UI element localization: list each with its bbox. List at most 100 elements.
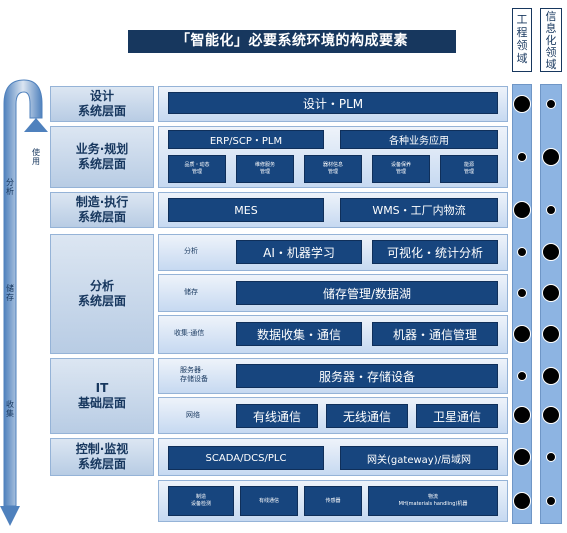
box-text: 物流: [427, 494, 438, 500]
sensor-box: 传感器: [304, 486, 362, 516]
server-storage-box: 服务器・存储设备: [236, 364, 498, 388]
erp-box: ERP/SCP・PLM: [168, 130, 324, 149]
importance-dot-control-engineering: [513, 448, 531, 466]
equipment-maintenance-box: 设备保养管理: [372, 155, 430, 183]
box-text: 有线通信: [258, 497, 279, 504]
layer-business: 业务·规划系统层面: [50, 126, 154, 188]
header-char: 工: [516, 13, 528, 26]
side-char: 收: [6, 400, 14, 409]
wireless-box: 无线通信: [326, 404, 408, 428]
side-label-analyze: 分 析: [5, 178, 15, 196]
side-char: 储: [6, 284, 14, 293]
importance-dot-analysis-store-engineering: [517, 288, 527, 298]
box-text: 管理: [327, 169, 338, 175]
side-char: 使: [32, 148, 40, 157]
importance-dot-design-it: [546, 99, 556, 109]
importance-dot-devices-engineering: [513, 492, 531, 510]
importance-dot-manufacturing-it: [546, 205, 556, 215]
row-label-storage: 储存: [184, 288, 198, 296]
box-text: 管理: [191, 169, 202, 175]
gateway-box: 网关(gateway)/局域网: [340, 446, 498, 470]
header-char: 息: [545, 22, 557, 35]
machine-comm-box: 机器・通信管理: [372, 322, 498, 346]
box-text: MH(materials handling)机器: [398, 501, 468, 507]
importance-dot-design-engineering: [513, 95, 531, 113]
layer-text: 基础层面: [77, 396, 126, 410]
box-text: 管理: [463, 169, 474, 175]
box-text: 管理: [395, 169, 406, 175]
visualization-box: 可视化・统计分析: [372, 240, 498, 264]
row-label-network: 网络: [186, 411, 200, 419]
layer-text: 系统层面: [77, 104, 126, 118]
scada-box: SCADA/DCS/PLC: [168, 446, 324, 470]
layer-text: 系统层面: [77, 294, 126, 308]
box-text: 传感器: [325, 497, 341, 504]
importance-dot-business-it: [542, 148, 560, 166]
row-label-server-storage: 服务器·存储设备: [180, 366, 208, 384]
box-text: 制造: [195, 494, 206, 500]
header-char: 化: [545, 34, 557, 47]
layer-analysis: 分析系统层面: [50, 234, 154, 354]
header-char: 程: [516, 26, 528, 39]
layer-text: 业务·规划: [75, 142, 129, 156]
importance-dot-analysis-analyze-it: [542, 243, 560, 261]
importance-dot-it-server-it: [542, 367, 560, 385]
importance-dot-analysis-store-it: [542, 284, 560, 302]
layer-text: 分析: [89, 279, 114, 293]
maintenance-service-box: 维修服务管理: [236, 155, 294, 183]
layer-text: 制造·执行: [75, 195, 129, 209]
side-char: 分: [6, 178, 14, 187]
wired-box: 有线通信: [236, 404, 318, 428]
label-text: 服务器·: [180, 366, 204, 374]
row-label-analysis: 分析: [184, 247, 198, 255]
quality-mgmt-box: 品质・动态管理: [168, 155, 226, 183]
row-label-collect-comm: 收集·通信: [174, 329, 205, 337]
importance-dot-analysis-analyze-engineering: [517, 247, 527, 257]
diagram-title: 「智能化」必要系统环境的构成要素: [128, 30, 456, 53]
mes-box: MES: [168, 198, 324, 222]
side-char: 用: [32, 157, 40, 166]
importance-dot-analysis-collect-it: [542, 325, 560, 343]
layer-text: 系统层面: [77, 157, 126, 171]
side-char: 集: [6, 409, 14, 418]
layer-manufacturing: 制造·执行系统层面: [50, 192, 154, 228]
box-text: 管理: [259, 169, 270, 175]
importance-dot-it-network-engineering: [513, 406, 531, 424]
mfg-equipment-box: 制造设备检测: [168, 486, 234, 516]
importance-dot-it-network-it: [542, 406, 560, 424]
layer-text: 设计: [89, 89, 114, 103]
side-label-use: 使 用: [31, 148, 41, 166]
layer-control: 控制·监视系统层面: [50, 438, 154, 476]
wired-comm-box: 有线通信: [240, 486, 298, 516]
ai-ml-box: AI・机器学习: [236, 240, 362, 264]
side-char: 析: [6, 187, 14, 196]
materials-info-box: 器材信息管理: [304, 155, 362, 183]
label-text: 存储设备: [180, 375, 208, 383]
business-apps-box: 各种业务应用: [340, 130, 498, 149]
layer-design: 设计系统层面: [50, 86, 154, 122]
header-char: 信: [545, 10, 557, 23]
flow-arrow: [0, 79, 48, 526]
box-text: 设备保养: [390, 162, 411, 168]
box-text: 能源: [463, 162, 474, 168]
layer-text: 系统层面: [77, 457, 126, 471]
side-char: 存: [6, 293, 14, 302]
importance-dot-it-server-engineering: [517, 371, 527, 381]
box-text: 品质・动态: [184, 162, 210, 168]
data-collection-box: 数据收集・通信: [236, 322, 362, 346]
header-char: 域: [545, 58, 557, 71]
storage-mgmt-box: 储存管理/数据湖: [236, 281, 498, 305]
side-label-store: 储 存: [5, 284, 15, 302]
satellite-box: 卫星通信: [416, 404, 498, 428]
importance-dot-analysis-collect-engineering: [513, 325, 531, 343]
it-domain-header: 信 息 化 领 域: [540, 8, 562, 72]
wms-box: WMS・工厂内物流: [340, 198, 498, 222]
importance-dot-devices-it: [546, 496, 556, 506]
header-char: 域: [516, 52, 528, 65]
box-text: 维修服务: [254, 162, 275, 168]
importance-dot-business-engineering: [517, 152, 527, 162]
plm-box: 设计・PLM: [168, 92, 498, 114]
header-char: 领: [545, 46, 557, 59]
